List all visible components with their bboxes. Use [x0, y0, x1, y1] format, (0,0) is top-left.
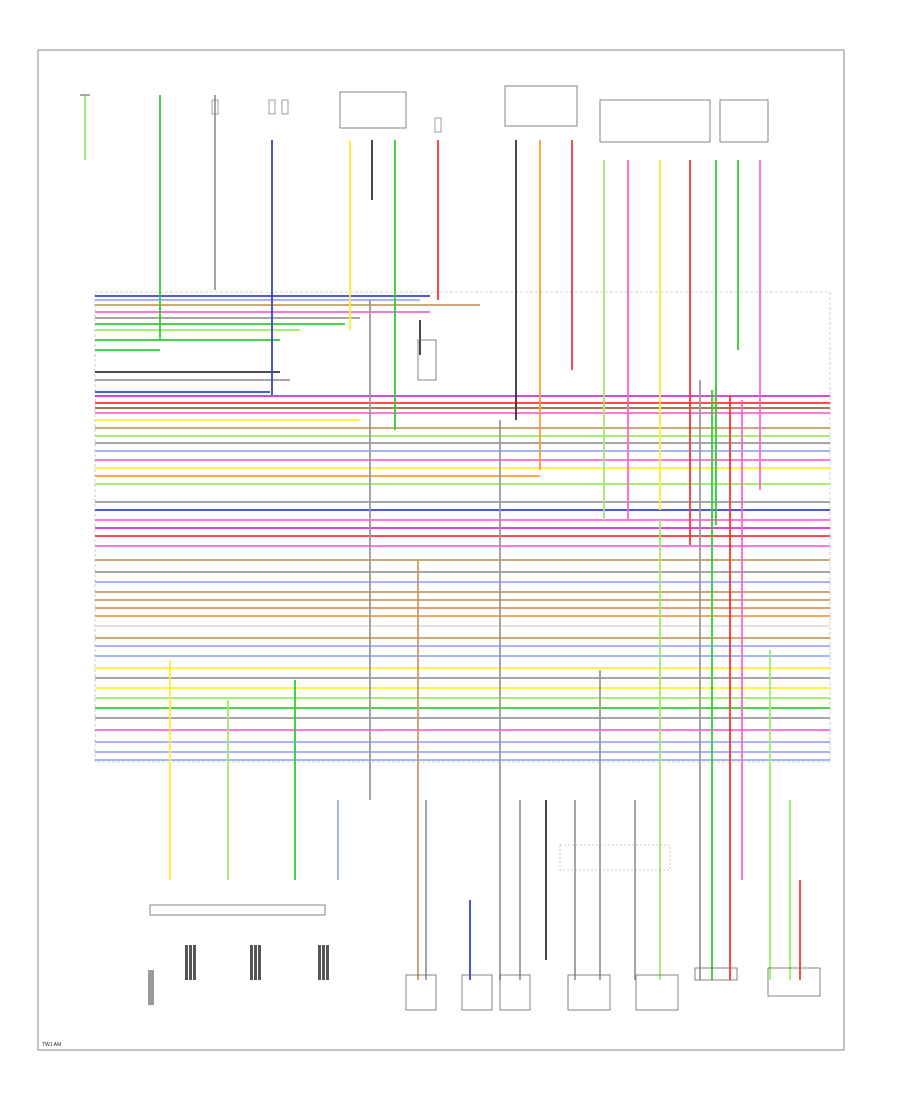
connector-icon [149, 904, 326, 916]
connector-icon [185, 945, 188, 980]
fuse-icon [211, 99, 219, 115]
relay-switch-icon [504, 85, 578, 127]
fuse-icon [281, 99, 289, 115]
components [80, 85, 821, 1011]
relay-switch-icon [719, 99, 769, 143]
sensor-icon [405, 974, 437, 1011]
sensor-icon [567, 974, 611, 1011]
sensor-icon [461, 974, 493, 1011]
connector-icon [326, 945, 329, 980]
relay-switch-icon [559, 844, 671, 871]
connector-icon [193, 945, 196, 980]
corner-label: TW1 AM [42, 1042, 61, 1048]
sensor-icon [635, 974, 679, 1011]
connector-icon [254, 945, 257, 980]
sensor-icon [767, 967, 821, 997]
fuse-icon [268, 99, 276, 115]
control-module-outline [94, 291, 831, 763]
vertical-wires [84, 95, 801, 980]
sensor-icon [499, 974, 531, 1011]
relay-switch-icon [339, 91, 407, 129]
diagram-frame [37, 49, 845, 1051]
sensor-icon [417, 339, 437, 381]
sensor-icon [694, 967, 738, 981]
connector-icon [189, 945, 192, 980]
relay-switch-icon [599, 99, 711, 143]
fuse-icon [434, 117, 442, 133]
connector-icon [250, 945, 253, 980]
wire-harness [95, 295, 830, 761]
connector-icon [318, 945, 321, 980]
connector-icon [258, 945, 261, 980]
connector-icon [148, 970, 154, 1005]
connector-icon [322, 945, 325, 980]
